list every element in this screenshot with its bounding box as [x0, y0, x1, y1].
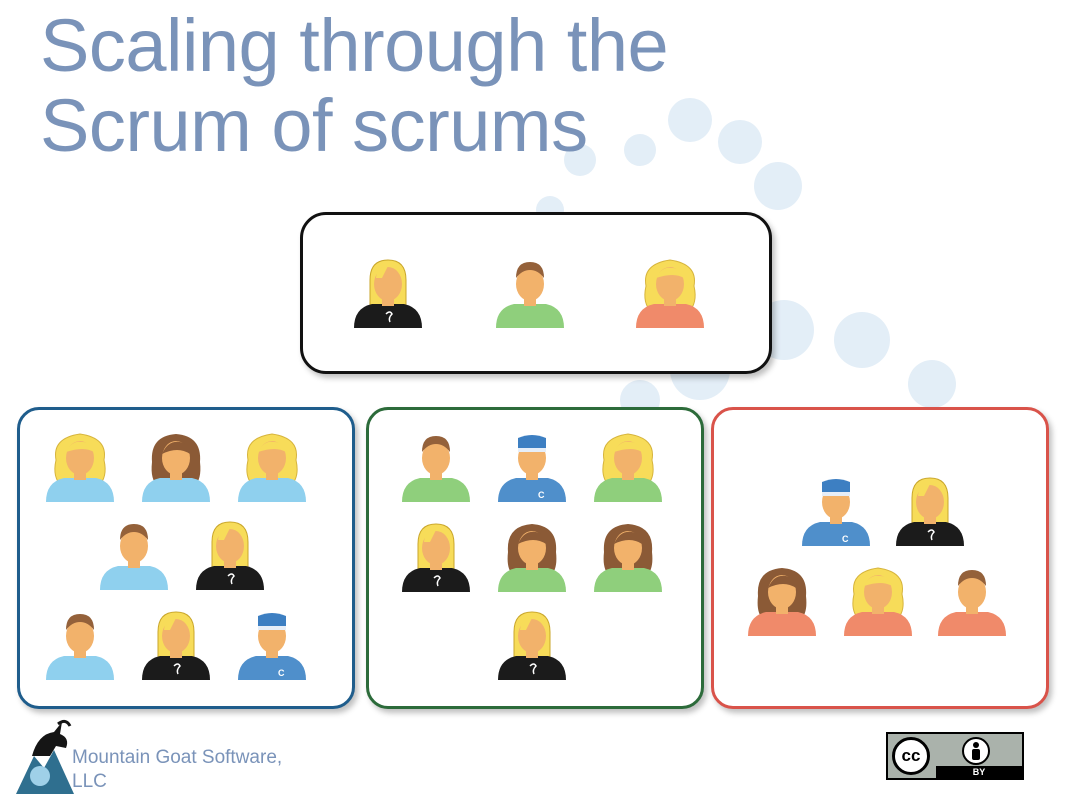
- bubble: [668, 98, 712, 142]
- svg-text:C: C: [842, 534, 849, 544]
- person-brunette-icon: [134, 430, 218, 504]
- person-long-blonde-icon: [888, 474, 972, 548]
- person-cap-icon: C: [794, 474, 878, 548]
- cc-by-license-icon[interactable]: cc BY: [886, 732, 1024, 780]
- person-cap-icon: C: [490, 430, 574, 504]
- svg-text:C: C: [278, 668, 285, 678]
- person-curly-blonde-icon: [38, 430, 122, 504]
- person-curly-blonde-icon: [586, 430, 670, 504]
- company-name-line-1: Mountain Goat Software,: [72, 747, 283, 768]
- person-curly-blonde-icon: [230, 430, 314, 504]
- person-short-hair-icon: [488, 256, 572, 330]
- person-brunette-icon: [740, 564, 824, 638]
- bubble: [624, 134, 656, 166]
- attribution-icon: [962, 737, 990, 765]
- person-brunette-icon: [490, 520, 574, 594]
- person-short-hair-icon: [38, 608, 122, 682]
- person-short-hair-icon: [394, 430, 478, 504]
- person-long-blonde-icon: [188, 518, 272, 592]
- bubble: [908, 360, 956, 408]
- title-line-1: Scaling through the: [40, 4, 669, 87]
- slide-title: Scaling through the Scrum of scrums: [40, 4, 669, 167]
- person-long-blonde-icon: [346, 256, 430, 330]
- person-cap-icon: C: [230, 608, 314, 682]
- company-name-line-2: LLC: [72, 771, 107, 792]
- title-line-2: Scrum of scrums: [40, 84, 588, 167]
- person-long-blonde-icon: [394, 520, 478, 594]
- person-short-hair-icon: [92, 518, 176, 592]
- bubble: [834, 312, 890, 368]
- person-long-blonde-icon: [134, 608, 218, 682]
- person-curly-blonde-icon: [836, 564, 920, 638]
- team-red: [711, 407, 1049, 709]
- by-label: BY: [936, 766, 1022, 778]
- bubble: [754, 162, 802, 210]
- person-short-hair-icon: [930, 564, 1014, 638]
- svg-text:C: C: [538, 490, 545, 500]
- person-brunette-icon: [586, 520, 670, 594]
- bubble: [564, 144, 596, 176]
- company-name: Mountain Goat Software, LLC: [72, 746, 332, 794]
- cc-icon: cc: [892, 737, 930, 775]
- person-long-blonde-icon: [490, 608, 574, 682]
- person-curly-blonde-icon: [628, 256, 712, 330]
- mountain-goat-logo-icon: [16, 719, 74, 794]
- bubble: [718, 120, 762, 164]
